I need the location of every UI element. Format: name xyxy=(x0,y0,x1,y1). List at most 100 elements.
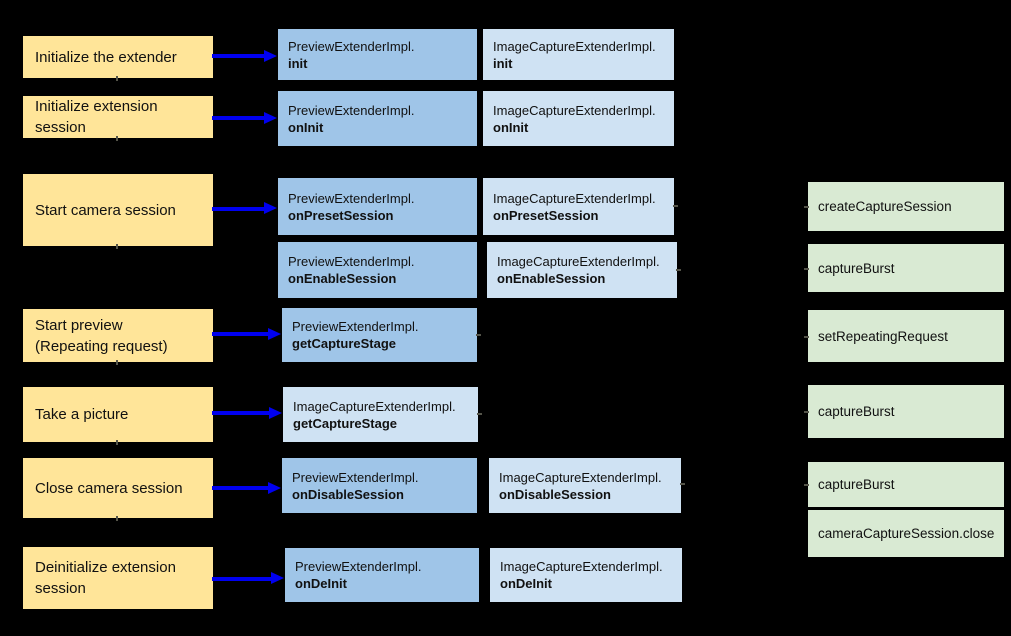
step-start-camera-session: Start camera session xyxy=(23,174,213,246)
camera2-call-label: captureBurst xyxy=(818,404,895,419)
imagecapture-impl-ondisablesession: ImageCaptureExtenderImpl. onDisableSessi… xyxy=(489,458,681,513)
imagecapture-impl-oninit: ImageCaptureExtenderImpl. onInit xyxy=(483,91,674,146)
arrow-head xyxy=(264,202,277,214)
connector-line-stub xyxy=(477,413,482,415)
impl-method-name: onDisableSession xyxy=(499,486,611,502)
connector-line-stub xyxy=(804,336,809,338)
camera2-captureburst-3: captureBurst xyxy=(808,462,1004,507)
preview-impl-ondisablesession: PreviewExtenderImpl. onDisableSession xyxy=(282,458,477,513)
step-label: Close camera session xyxy=(35,479,183,497)
step-initialize-extender: Initialize the extender xyxy=(23,36,213,78)
connector-line-stub xyxy=(476,334,481,336)
connector-line-stub xyxy=(116,360,118,365)
preview-impl-getcapturestage: PreviewExtenderImpl. getCaptureStage xyxy=(282,308,477,362)
imagecapture-impl-onenablesession: ImageCaptureExtenderImpl. onEnableSessio… xyxy=(487,242,677,298)
step-initialize-extension-session: Initialize extension session xyxy=(23,96,213,138)
step-label: Start camera session xyxy=(35,201,176,219)
step-start-preview: Start preview (Repeating request) xyxy=(23,309,213,362)
impl-class-name: PreviewExtenderImpl. xyxy=(295,559,422,574)
impl-method-name: onInit xyxy=(288,119,324,135)
camera2-call-label: cameraCaptureSession.close xyxy=(818,526,995,541)
step-label: (Repeating request) xyxy=(35,337,168,355)
impl-class-name: PreviewExtenderImpl. xyxy=(288,190,415,206)
impl-class-name: PreviewExtenderImpl. xyxy=(292,469,419,485)
preview-impl-oninit: PreviewExtenderImpl. onInit xyxy=(278,91,477,146)
arrow-shaft xyxy=(212,576,273,581)
imagecapture-impl-init: ImageCaptureExtenderImpl. init xyxy=(483,29,674,80)
impl-class-name: ImageCaptureExtenderImpl. xyxy=(493,38,656,54)
connector-line-stub xyxy=(804,484,809,486)
camera2-call-label: captureBurst xyxy=(818,477,895,492)
connector-line-stub xyxy=(116,136,118,141)
step-label: Deinitialize extension xyxy=(35,559,176,576)
arrow-head xyxy=(264,111,277,124)
impl-method-name: onPresetSession xyxy=(288,207,394,223)
impl-class-name: PreviewExtenderImpl. xyxy=(288,38,415,54)
imagecapture-impl-onpresetsession: ImageCaptureExtenderImpl. onPresetSessio… xyxy=(483,178,674,235)
connector-line-stub xyxy=(804,411,809,413)
arrow-shaft xyxy=(212,116,266,120)
camera2-captureburst-2: captureBurst xyxy=(808,385,1004,438)
step-deinitialize-extension-session: Deinitialize extension session xyxy=(23,547,213,609)
arrow-shaft xyxy=(212,206,266,211)
arrow-shaft xyxy=(212,411,271,415)
impl-class-name: PreviewExtenderImpl. xyxy=(288,254,415,269)
impl-method-name: onPresetSession xyxy=(493,207,599,223)
impl-class-name: PreviewExtenderImpl. xyxy=(292,319,419,334)
camera2-createcapturesession: createCaptureSession xyxy=(808,182,1004,231)
impl-method-name: onEnableSession xyxy=(288,271,397,286)
step-label: Start preview xyxy=(35,316,123,334)
impl-method-name: onDeInit xyxy=(295,576,347,591)
impl-class-name: ImageCaptureExtenderImpl. xyxy=(500,559,663,574)
impl-method-name: onDisableSession xyxy=(292,486,404,502)
step-close-camera-session: Close camera session xyxy=(23,458,213,518)
connector-line-stub xyxy=(116,244,118,249)
impl-method-name: onDeInit xyxy=(500,576,552,591)
connector-line-stub xyxy=(804,268,809,270)
camera2-call-label: captureBurst xyxy=(818,260,895,276)
impl-method-name: init xyxy=(288,55,308,71)
arrow-head xyxy=(264,49,277,62)
impl-method-name: init xyxy=(493,55,513,71)
impl-class-name: ImageCaptureExtenderImpl. xyxy=(497,254,660,269)
arrow-shaft xyxy=(212,486,270,490)
camera2-call-label: setRepeatingRequest xyxy=(818,328,948,344)
impl-method-name: getCaptureStage xyxy=(292,336,397,351)
impl-method-name: getCaptureStage xyxy=(293,415,398,431)
camera2-cameracapturesession-close: cameraCaptureSession.close xyxy=(808,510,1004,557)
connector-line-stub xyxy=(680,483,685,485)
preview-impl-onpresetsession: PreviewExtenderImpl. onPresetSession xyxy=(278,178,477,235)
flow-arrow-icon xyxy=(212,202,277,215)
arrow-head xyxy=(271,572,284,584)
arrow-head xyxy=(269,406,282,419)
imagecapture-impl-ondeinit: ImageCaptureExtenderImpl. onDeInit xyxy=(490,548,682,602)
camera2-captureburst-1: captureBurst xyxy=(808,244,1004,292)
flow-arrow-icon xyxy=(212,49,277,63)
preview-impl-ondeinit: PreviewExtenderImpl. onDeInit xyxy=(285,548,479,602)
preview-impl-onenablesession: PreviewExtenderImpl. onEnableSession xyxy=(278,242,477,298)
arrow-head xyxy=(268,327,281,340)
connector-line-stub xyxy=(804,206,809,208)
impl-class-name: ImageCaptureExtenderImpl. xyxy=(499,469,662,485)
flow-arrow-icon xyxy=(212,572,284,585)
connector-line-stub xyxy=(673,205,678,207)
connector-line-stub xyxy=(116,516,118,521)
camera2-call-label: createCaptureSession xyxy=(818,199,952,214)
impl-class-name: ImageCaptureExtenderImpl. xyxy=(293,398,456,414)
step-label: session xyxy=(35,580,86,597)
step-take-a-picture: Take a picture xyxy=(23,387,213,442)
impl-class-name: ImageCaptureExtenderImpl. xyxy=(493,102,656,118)
connector-line-stub xyxy=(676,269,681,271)
camera2-setrepeatingrequest: setRepeatingRequest xyxy=(808,310,1004,362)
flow-arrow-icon xyxy=(212,481,281,495)
impl-method-name: onInit xyxy=(493,119,529,135)
preview-impl-init: PreviewExtenderImpl. init xyxy=(278,29,477,80)
impl-class-name: ImageCaptureExtenderImpl. xyxy=(493,190,656,206)
flow-arrow-icon xyxy=(212,327,281,341)
connector-line-stub xyxy=(116,76,118,81)
arrow-shaft xyxy=(212,54,266,58)
impl-class-name: PreviewExtenderImpl. xyxy=(288,102,415,118)
step-label: Initialize the extender xyxy=(35,48,177,66)
step-label: session xyxy=(35,119,86,136)
flow-arrow-icon xyxy=(212,111,277,125)
